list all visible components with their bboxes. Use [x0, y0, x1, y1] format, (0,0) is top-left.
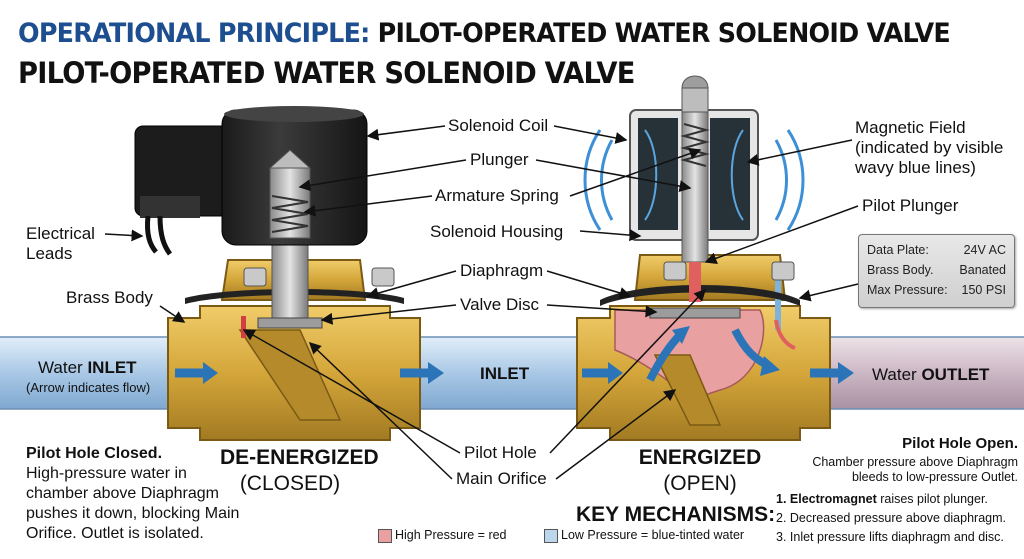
right-state-title: ENERGIZED [638, 446, 762, 469]
label-plunger: Plunger [470, 150, 529, 169]
title-main: PILOT-OPERATED WATER SOLENOID VALVE [377, 18, 951, 49]
label-water-inlet: Water INLET [38, 358, 137, 378]
label-water-outlet-bold: OUTLET [921, 365, 990, 384]
label-water-inlet-prefix: Water [38, 358, 83, 377]
key-item-2: 2. Decreased pressure above diaphragm. [776, 511, 1006, 525]
pilot-closed-line: Orifice. Outlet is isolated. [26, 525, 204, 542]
key-item-1: 1. Electromagnet raises pilot plunger. [776, 492, 988, 507]
title-line-2: PILOT-OPERATED WATER SOLENOID VALVE [18, 56, 635, 90]
label-main-orifice: Main Orifice [456, 469, 547, 488]
pilot-closed-heading: Pilot Hole Closed. [26, 445, 163, 462]
label-water-outlet: Water OUTLET [872, 365, 989, 385]
pilot-closed-line: pushes it down, blocking Main [26, 505, 240, 522]
label-diaphragm: Diaphragm [460, 261, 544, 280]
key-item-1-rest: raises pilot plunger. [876, 492, 988, 506]
label-magnetic-field-1: Magnetic Field [855, 118, 966, 137]
key-heading: KEY MECHANISMS: [576, 503, 776, 526]
right-valve [576, 75, 854, 441]
high-pressure-swatch [378, 529, 392, 543]
title-prefix: OPERATIONAL PRINCIPLE: [18, 18, 370, 49]
label-water-outlet-prefix: Water [872, 365, 917, 384]
right-state-subtitle: (OPEN) [663, 472, 737, 495]
label-solenoid-coil: Solenoid Coil [448, 116, 549, 135]
label-magnetic-field-3: wavy blue lines) [855, 158, 976, 177]
title-line-1: OPERATIONAL PRINCIPLE: PILOT-OPERATED WA… [18, 18, 951, 49]
pilot-open-heading: Pilot Hole Open. [902, 435, 1018, 452]
key-item-1-bold: 1. Electromagnet [776, 492, 877, 506]
pilot-closed-line: chamber above Diaphragm [26, 485, 219, 502]
label-inlet: INLET [480, 364, 530, 383]
label-magnetic-field-2: (indicated by visible [855, 138, 1004, 157]
label-brass-body: Brass Body [66, 288, 153, 307]
label-electrical-leads-1: Electrical [26, 224, 95, 243]
label-pilot-plunger: Pilot Plunger [862, 196, 959, 215]
left-valve [134, 106, 444, 441]
leader-lines [104, 125, 859, 480]
label-water-inlet-bold: INLET [87, 358, 137, 377]
key-low-pressure: Low Pressure = blue-tinted water [561, 528, 745, 542]
pilot-closed-line: High-pressure water in [26, 465, 187, 482]
left-state-title: DE-ENERGIZED [220, 446, 379, 469]
low-pressure-swatch [544, 529, 558, 543]
label-arrow-note: (Arrow indicates flow) [26, 380, 151, 395]
pilot-open-line: Chamber pressure above Diaphragm [812, 455, 1018, 469]
key-item-3: 3. Inlet pressure lifts diaphragm and di… [776, 530, 1004, 544]
label-armature-spring: Armature Spring [435, 186, 559, 205]
data-plate-row: Brass Body.Banated [867, 263, 1006, 277]
label-electrical-leads-2: Leads [26, 244, 73, 263]
label-pilot-hole: Pilot Hole [464, 443, 537, 462]
data-plate: Data Plate:24V AC Brass Body.Banated Max… [858, 234, 1015, 308]
pilot-open-line: bleeds to low-pressure Outlet. [851, 470, 1018, 484]
label-valve-disc: Valve Disc [460, 295, 540, 314]
label-solenoid-housing: Solenoid Housing [430, 222, 564, 241]
data-plate-row: Data Plate:24V AC [867, 243, 1006, 257]
left-state-subtitle: (CLOSED) [239, 472, 341, 495]
data-plate-row: Max Pressure:150 PSI [867, 283, 1006, 297]
key-high-pressure: High Pressure = red [395, 528, 507, 542]
